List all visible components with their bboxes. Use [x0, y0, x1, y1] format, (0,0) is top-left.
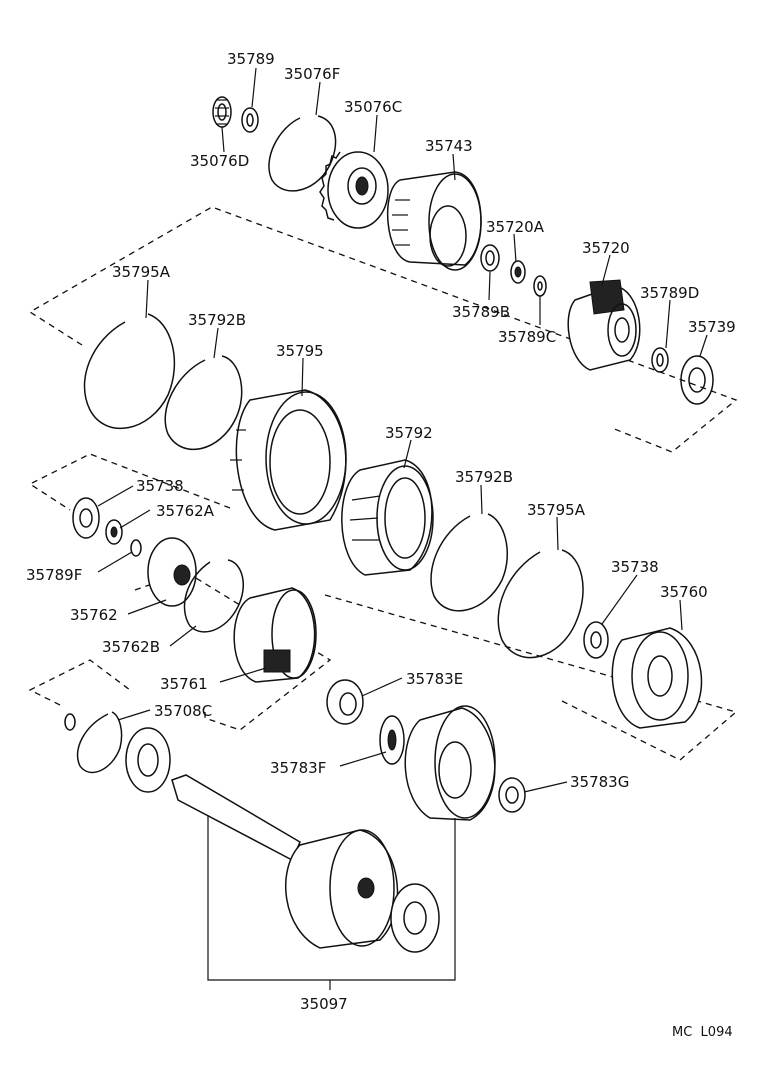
part-35783F-bearing[interactable]: [379, 715, 405, 765]
part-35789-washer[interactable]: [241, 107, 259, 133]
diagram-code: MC L094: [672, 1025, 733, 1040]
part-35789B-washer[interactable]: [480, 244, 500, 272]
part-35792-roller-clutch[interactable]: [341, 459, 434, 576]
label-35795A-upper[interactable]: 35795A: [112, 263, 171, 281]
part-35762B-snap-ring[interactable]: [183, 559, 244, 633]
part-35783E-bearing[interactable]: [326, 679, 364, 725]
group-box-middle-right: [324, 594, 738, 761]
label-35738-right[interactable]: 35738: [611, 558, 659, 576]
part-35761-sleeve-gear[interactable]: [233, 587, 317, 683]
label-35720A[interactable]: 35720A: [486, 218, 545, 236]
label-35720[interactable]: 35720: [582, 239, 630, 257]
label-35792B-upper[interactable]: 35792B: [188, 311, 246, 329]
part-35792B-snap-ring-lower[interactable]: [430, 513, 509, 612]
label-35789[interactable]: 35789: [227, 50, 275, 68]
label-35097[interactable]: 35097: [300, 995, 348, 1013]
leader-lines: [97, 67, 708, 990]
label-35789B[interactable]: 35789B: [452, 303, 510, 321]
part-35795A-snap-ring-lower[interactable]: [497, 549, 584, 659]
part-35738-thrust-washer-left[interactable]: [72, 497, 100, 539]
part-35708C-snap-ring-small[interactable]: [64, 713, 76, 731]
part-35789C-washer[interactable]: [533, 275, 547, 297]
label-35076C[interactable]: 35076C: [344, 98, 402, 116]
part-35762-sun-gear[interactable]: [147, 537, 197, 607]
label-35795A-lower[interactable]: 35795A: [527, 501, 586, 519]
part-bearing-lower-right[interactable]: [390, 883, 440, 953]
label-35792[interactable]: 35792: [385, 424, 433, 442]
part-35760-planetary-gear[interactable]: [611, 627, 703, 729]
label-35738-left[interactable]: 35738: [136, 477, 184, 495]
part-35789F-washer[interactable]: [130, 539, 142, 557]
label-35783F[interactable]: 35783F: [270, 759, 326, 777]
label-35761[interactable]: 35761: [160, 675, 208, 693]
part-35789D-washer[interactable]: [651, 347, 669, 373]
label-35762[interactable]: 35762: [70, 606, 118, 624]
group-box-upper: [28, 206, 738, 453]
part-bearing-lower-left[interactable]: [125, 727, 171, 793]
part-35795A-snap-ring-upper[interactable]: [83, 313, 176, 429]
part-35076D-bearing[interactable]: [212, 96, 232, 128]
part-35739-thrust-plate[interactable]: [680, 355, 714, 405]
label-35789D[interactable]: 35789D: [640, 284, 699, 302]
part-35762A-bearing[interactable]: [105, 519, 123, 545]
part-35795-clutch-drum[interactable]: [230, 389, 347, 531]
label-35789F[interactable]: 35789F: [26, 566, 82, 584]
part-35076F-snap-ring[interactable]: [268, 115, 337, 192]
label-35708C[interactable]: 35708C: [154, 702, 212, 720]
group-box-lower: [28, 659, 131, 706]
part-35720A-bearing[interactable]: [510, 260, 526, 284]
part-35783G-bearing[interactable]: [498, 777, 526, 813]
label-35762A[interactable]: 35762A: [156, 502, 215, 520]
part-35792B-snap-ring-upper[interactable]: [164, 355, 243, 451]
part-35720-planetary-carrier[interactable]: [567, 279, 641, 371]
label-35739[interactable]: 35739: [688, 318, 736, 336]
part-35708C-snap-ring[interactable]: [76, 711, 123, 774]
part-35076C-gear[interactable]: [319, 151, 389, 229]
label-35762B[interactable]: 35762B: [102, 638, 160, 656]
label-35076D[interactable]: 35076D: [190, 152, 249, 170]
part-35738-thrust-washer-right[interactable]: [583, 621, 609, 659]
label-35783G[interactable]: 35783G: [570, 773, 629, 791]
label-35076F[interactable]: 35076F: [284, 65, 340, 83]
label-35795[interactable]: 35795: [276, 342, 324, 360]
part-35097-output-shaft[interactable]: [171, 774, 399, 949]
label-35789C[interactable]: 35789C: [498, 328, 556, 346]
label-35760[interactable]: 35760: [660, 583, 708, 601]
part-gear-lower-right[interactable]: [404, 705, 496, 821]
label-35743[interactable]: 35743: [425, 137, 473, 155]
part-35743-drum[interactable]: [387, 171, 482, 271]
label-35792B-lower[interactable]: 35792B: [455, 468, 513, 486]
part-labels: 35789 35076F 35076C 35076D 35743 35720A …: [26, 50, 736, 1040]
label-35783E[interactable]: 35783E: [406, 670, 463, 688]
